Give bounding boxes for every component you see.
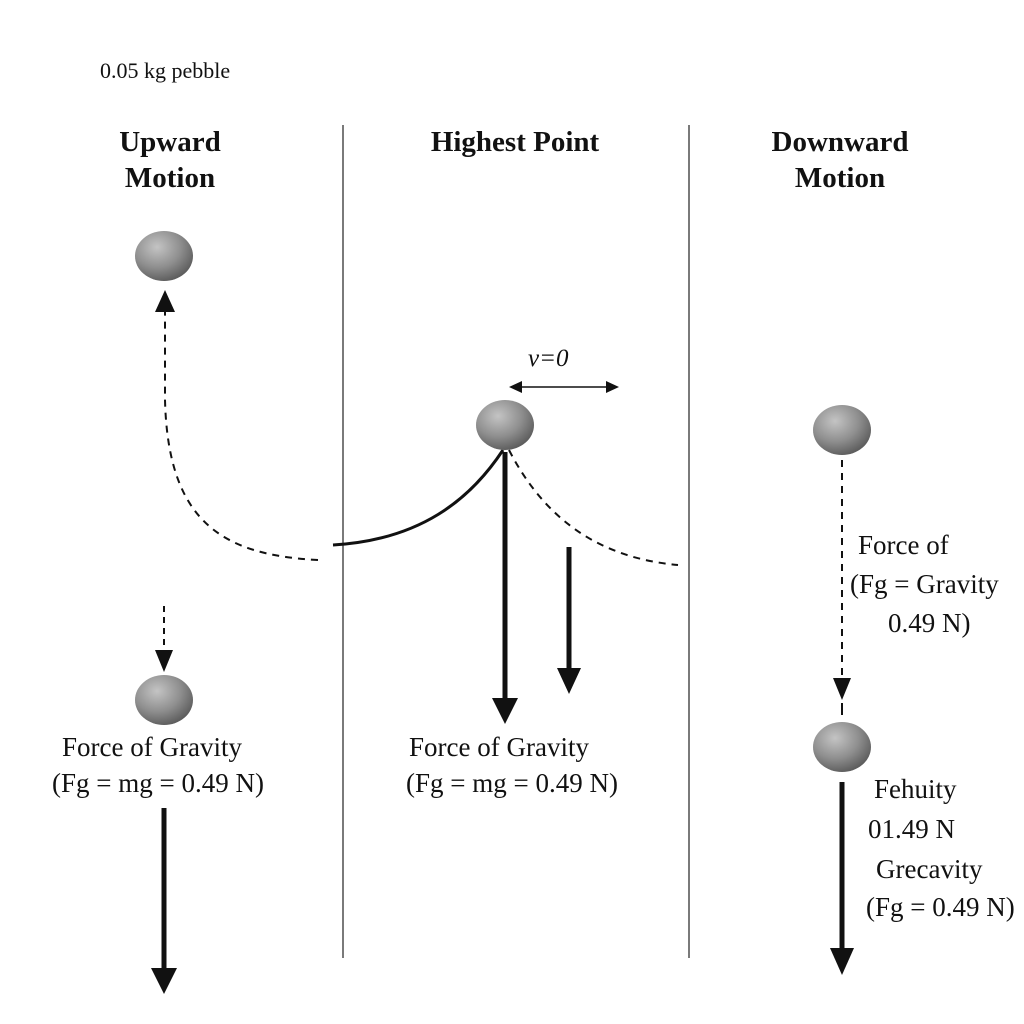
downward-label-3: 0.49 N) (888, 608, 971, 638)
trajectory-upward-dashed (164, 308, 319, 561)
dashed-arrow-downward-head (833, 678, 851, 700)
mass-label: 0.05 kg pebble (100, 58, 231, 83)
downward-label-1: Force of (858, 530, 949, 560)
velocity-label: v=0 (528, 345, 569, 372)
dashed-arrow-upward-small-head (155, 650, 173, 672)
gravity-arrow-upward-head (151, 968, 177, 994)
velocity-arrow-left-head (509, 381, 522, 393)
heading-downward-motion: Downward Motion (740, 124, 940, 196)
heading-upward-line2: Motion (124, 162, 216, 194)
gravity-arrow-highest-short-head (557, 668, 581, 694)
downward-label-2: (Fg = Gravity (850, 569, 999, 599)
gravity-arrow-downward-head (830, 948, 854, 975)
heading-upward-motion: Upward Motion (70, 124, 270, 196)
downward-label-4: Fehuity (874, 774, 957, 804)
pebble-upward-bottom (135, 675, 193, 725)
downward-label-5: 01.49 N (868, 814, 955, 844)
downward-label-6: Grecavity (876, 854, 983, 884)
heading-highest-point: Highest Point (390, 124, 640, 160)
heading-downward-line2: Motion (794, 162, 886, 194)
heading-highest-line1: Highest Point (430, 126, 600, 158)
upward-force-formula: (Fg = mg = 0.49 N) (52, 768, 264, 798)
trajectory-rising-solid (332, 449, 505, 547)
trajectory-falling-dashed (508, 449, 679, 566)
highest-force-label: Force of Gravity (409, 732, 589, 762)
heading-upward-line1: Upward (119, 126, 221, 158)
trajectory-upward-arrowhead (155, 290, 175, 312)
upward-force-label: Force of Gravity (62, 732, 242, 762)
pebble-highest (476, 400, 534, 450)
downward-label-7: (Fg = 0.49 N) (866, 892, 1015, 922)
pebble-downward-bottom (813, 722, 871, 772)
gravity-arrow-highest-head (492, 698, 518, 724)
pebble-upward-top (135, 231, 193, 281)
velocity-arrow-right-head (606, 381, 619, 393)
pebble-downward-top (813, 405, 871, 455)
heading-downward-line1: Downward (771, 126, 909, 158)
highest-force-formula: (Fg = mg = 0.49 N) (406, 768, 618, 798)
